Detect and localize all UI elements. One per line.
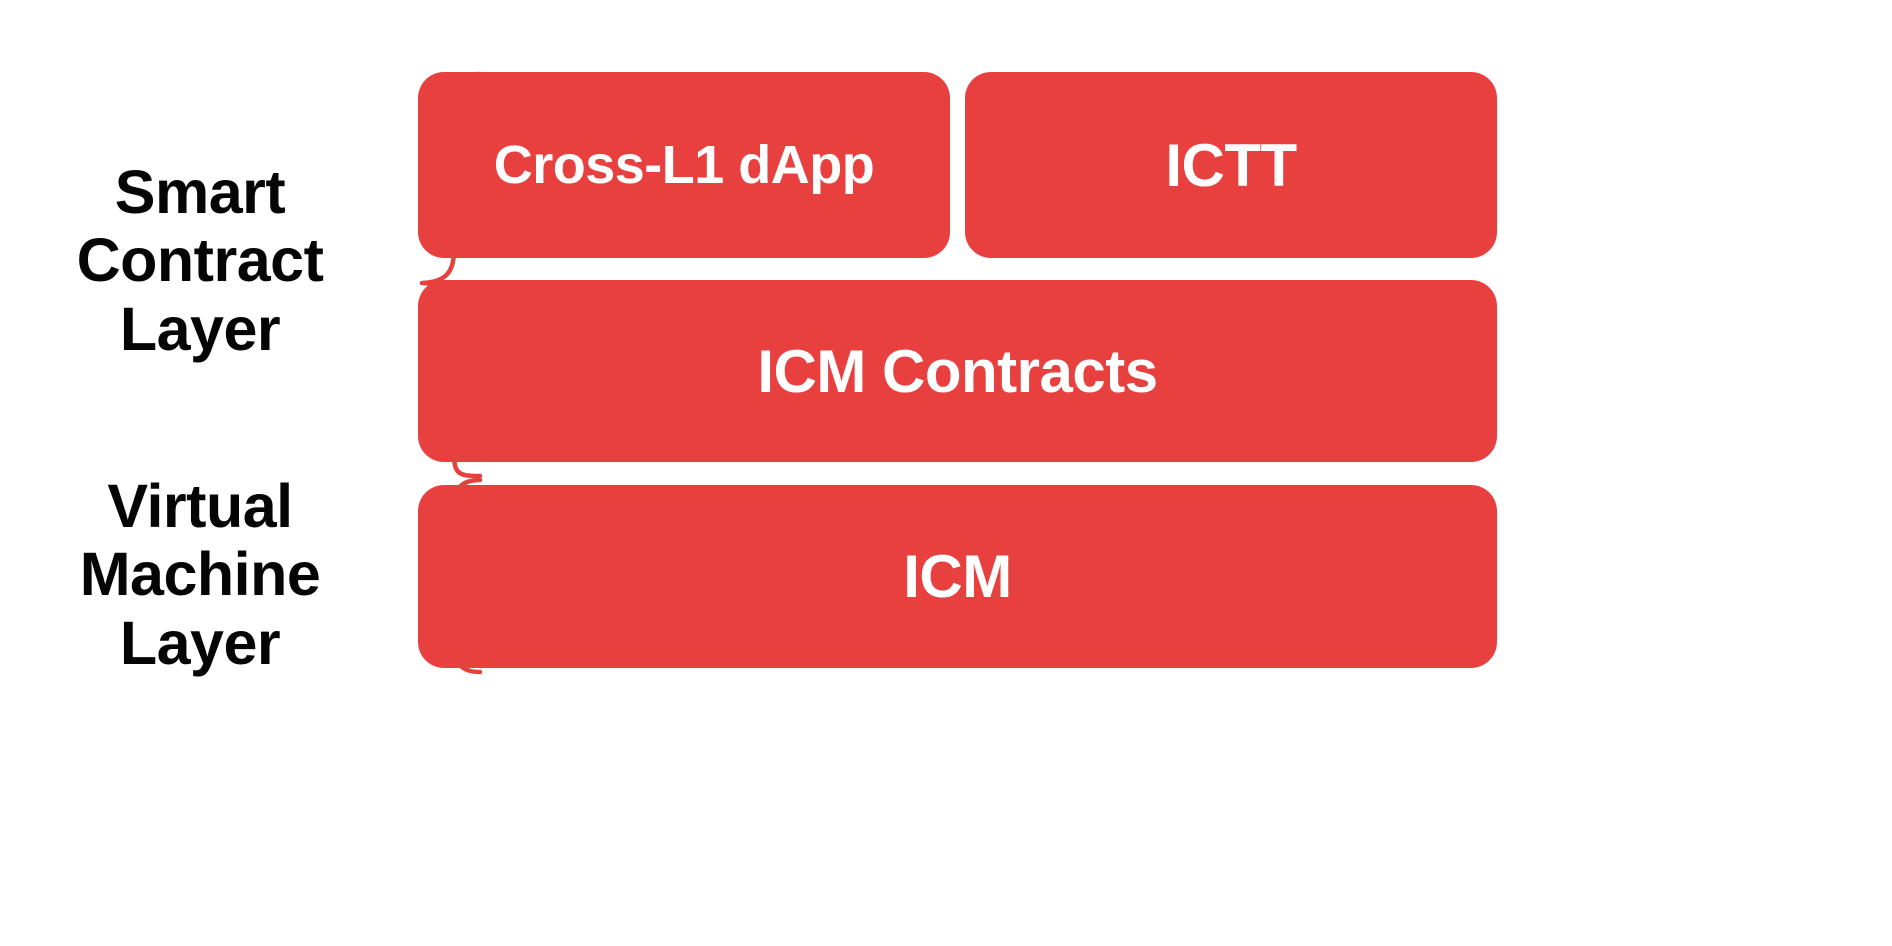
box-label-cross-l1-dapp: Cross-L1 dApp xyxy=(493,135,875,195)
box-icm[interactable]: ICM xyxy=(418,485,1497,668)
box-label-icm: ICM xyxy=(903,543,1012,610)
layer-label-virtual-machine: Virtual Machine Layer xyxy=(79,472,321,677)
layer-label-smart-contract: Smart Contract Layer xyxy=(76,158,324,363)
box-label-icm-contracts: ICM Contracts xyxy=(757,337,1158,405)
box-ictt[interactable]: ICTT xyxy=(965,72,1497,258)
box-label-ictt: ICTT xyxy=(1165,131,1297,199)
box-cross-l1-dapp[interactable]: Cross-L1 dApp xyxy=(418,72,950,258)
box-icm-contracts[interactable]: ICM Contracts xyxy=(418,280,1497,462)
